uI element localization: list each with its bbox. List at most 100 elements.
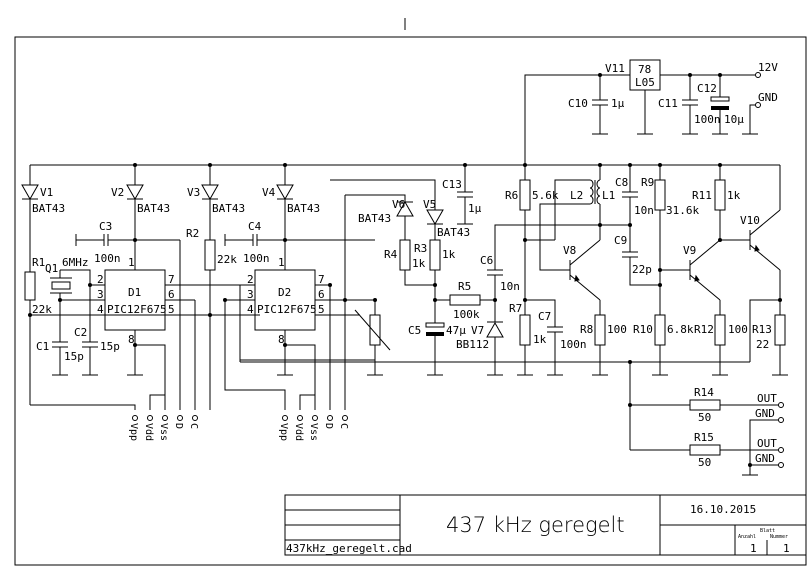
- resistor-r14: [689, 399, 721, 411]
- c12-value: 10µ: [724, 113, 744, 126]
- c2-label: C2: [74, 326, 87, 339]
- sheet-number: 1: [783, 542, 790, 555]
- prog-header-d2: Vpp Vdd Vss D C: [278, 395, 349, 441]
- resistor-r12: [714, 314, 726, 346]
- r11-label: R11: [692, 189, 712, 202]
- v7-value: BB112: [456, 338, 489, 351]
- c1-label: C1: [36, 340, 49, 353]
- c10-value: 1µ: [611, 97, 625, 110]
- r12-label: R12: [694, 323, 714, 336]
- v11-label: V11: [605, 62, 625, 75]
- trimmer-pot: [369, 314, 381, 346]
- v9-label: V9: [683, 244, 696, 257]
- d2-port-vpp: Vpp: [278, 423, 289, 441]
- port-gnd-1: [778, 417, 784, 423]
- c5-value: 47µ: [446, 324, 466, 337]
- c2-value: 15p: [100, 340, 120, 353]
- l2-label: L2: [570, 189, 583, 202]
- r14-label: R14: [694, 386, 714, 399]
- r8-label: R8: [580, 323, 593, 336]
- r12-value: 100: [728, 323, 748, 336]
- c1-value: 15p: [64, 350, 84, 363]
- d1-label: D1: [128, 286, 141, 299]
- c6-value: 10n: [500, 280, 520, 293]
- inductor-l2: [589, 179, 594, 205]
- v2-label: V2: [111, 186, 124, 199]
- r15-value: 50: [698, 456, 711, 469]
- c6-label: C6: [480, 254, 493, 267]
- d2-port-c: C: [338, 423, 349, 429]
- c10-label: C10: [568, 97, 588, 110]
- label-out-1: OUT: [757, 392, 777, 405]
- ic-d2: [254, 269, 316, 331]
- l1-label: L1: [602, 189, 615, 202]
- r15-label: R15: [694, 431, 714, 444]
- c13-label: C13: [442, 178, 462, 191]
- d1-part: PIC12F675: [107, 303, 167, 316]
- port-out-1: [778, 402, 784, 408]
- d1-port-vpp: Vpp: [128, 423, 139, 441]
- r4-value: 1k: [412, 257, 426, 270]
- port-12v: [755, 72, 761, 78]
- c13-value: 1µ: [468, 202, 482, 215]
- d1-port-vss: Vss: [158, 423, 169, 441]
- r4-label: R4: [384, 248, 398, 261]
- resistor-r6: [519, 179, 531, 211]
- v1-label: V1: [40, 186, 53, 199]
- resistor-r11: [714, 179, 726, 211]
- d1-pin-4: 4: [97, 303, 104, 316]
- q1-label: Q1: [45, 262, 58, 275]
- d1-pin-2: 2: [97, 273, 104, 286]
- ic-d1: [104, 269, 166, 331]
- v5-value: BAT43: [437, 226, 470, 239]
- r9-label: R9: [641, 176, 654, 189]
- number-label: Nummer: [770, 534, 788, 540]
- v7-label: V7: [471, 324, 484, 337]
- q1-value: 6MHz: [62, 256, 89, 269]
- resistor-r4: [399, 239, 411, 271]
- title-block: 437kHz_geregelt.cad 437 kHz geregelt 16.…: [284, 494, 807, 556]
- r5-label: R5: [458, 280, 471, 293]
- v5-label: V5: [423, 198, 436, 211]
- label-gnd-supply: GND: [758, 91, 778, 104]
- c3-value: 100n: [94, 252, 121, 265]
- c3-label: C3: [99, 220, 112, 233]
- d2-pin-2: 2: [247, 273, 254, 286]
- d2-pin-5: 5: [318, 303, 325, 316]
- r10-value: 6.8k: [667, 323, 694, 336]
- r6-value: 5.6k: [532, 189, 559, 202]
- drawing-frame: [14, 36, 807, 566]
- r6-label: R6: [505, 189, 518, 202]
- v3-label: V3: [187, 186, 200, 199]
- d1-pin-7: 7: [168, 273, 175, 286]
- label-12v: 12V: [758, 61, 778, 74]
- v1-value: BAT43: [32, 202, 65, 215]
- title-filename: 437kHz_geregelt.cad: [286, 542, 412, 555]
- c11-value: 100n: [694, 113, 721, 126]
- prog-header-d1: Vpp Vdd Vss D C: [128, 395, 199, 441]
- r10-label: R10: [633, 323, 653, 336]
- r7-label: R7: [509, 302, 522, 315]
- v10-label: V10: [740, 214, 760, 227]
- d1-pin-6: 6: [168, 288, 175, 301]
- d2-pin-6: 6: [318, 288, 325, 301]
- d2-pin-8: 8: [278, 333, 285, 346]
- c7-value: 100n: [560, 338, 587, 351]
- r7-value: 1k: [533, 333, 547, 346]
- r13-value: 22: [756, 338, 769, 351]
- d2-port-d: D: [323, 423, 334, 429]
- resistor-r1: [24, 271, 36, 301]
- r14-value: 50: [698, 411, 711, 424]
- r1-label: R1: [32, 256, 45, 269]
- v8-label: V8: [563, 244, 576, 257]
- v2-value: BAT43: [137, 202, 170, 215]
- c8-label: C8: [615, 176, 628, 189]
- port-out-2: [778, 447, 784, 453]
- v6-value: BAT43: [358, 212, 391, 225]
- r9-value: 31.6k: [666, 204, 699, 217]
- c12-label: C12: [697, 82, 717, 95]
- v4-value: BAT43: [287, 202, 320, 215]
- d1-port-c: C: [188, 423, 199, 429]
- title-text: 437 kHz geregelt: [446, 513, 625, 537]
